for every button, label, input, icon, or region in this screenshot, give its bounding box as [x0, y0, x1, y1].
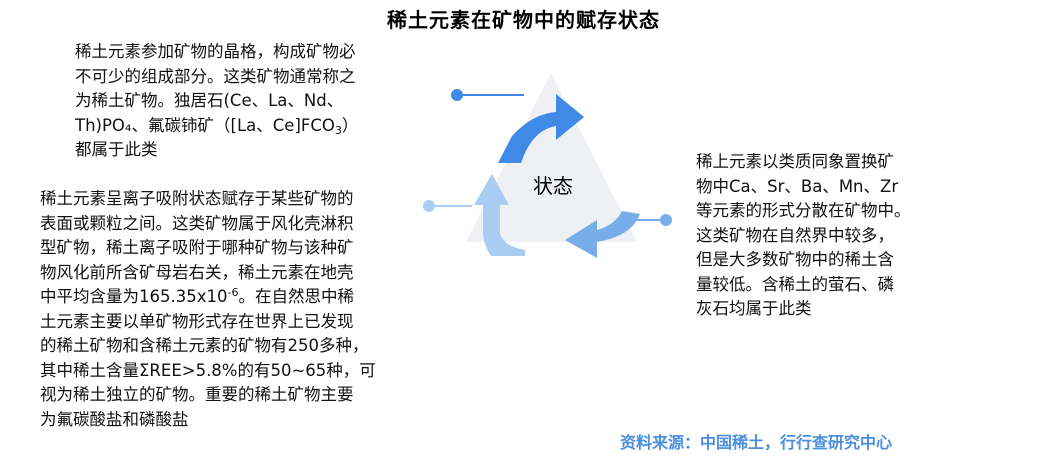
text-line: 视为稀土独立的矿物。重要的稀土矿物主要: [40, 385, 354, 404]
superscript: -6: [227, 286, 239, 299]
text-line: 等元素的形式分散在矿物中。: [696, 201, 911, 220]
text-line: 其中稀土含量ΣREE>5.8%的有50~65种，可: [40, 360, 376, 380]
source-note: 资料来源：中国稀土，行行查研究中心: [620, 433, 893, 452]
text-line: Th)PO₄、氟碳铈矿（[La、Ce]FCO3）: [75, 114, 358, 139]
text-line: 土元素主要以单矿物形式存在世界上已发现: [40, 311, 354, 331]
text-block-ion-adsorption: 稀土元素呈离子吸附状态赋存于某些矿物的 表面或颗粒之间。这类矿物属于风化壳淋积 …: [40, 187, 376, 432]
connector-dot-left: [423, 200, 435, 212]
text-line: 型矿物，稀土离子吸附于哪种矿物与该种矿: [40, 238, 354, 257]
text-block-isomorphic-substitution: 稀上元素以类质同象置换矿 物中Ca、Sr、Ba、Mn、Zr 等元素的形式分散在矿…: [696, 150, 911, 322]
text-line: 但是大多数矿物中的稀土含: [696, 250, 894, 269]
text-line: 表面或颗粒之间。这类矿物属于风化壳淋积: [40, 213, 354, 233]
cycle-arrow-top-icon: [498, 94, 584, 163]
text-line: 这类矿物在自然界中较多，: [696, 225, 894, 245]
text-line: 稀土元素呈离子吸附状态赋存于某些矿物的: [40, 189, 354, 208]
text-line: 灰石均属于此类: [696, 299, 812, 318]
text-line: 都属于此类: [75, 140, 158, 159]
text-line: 量较低。含稀土的萤石、磷: [696, 274, 894, 294]
text-line: 不可少的组成部分。这类矿物通常称之: [75, 66, 356, 86]
background-triangle: [466, 73, 637, 242]
text-line: 稀上元素以类质同象置换矿: [696, 152, 894, 171]
text-fragment: Th)PO₄、氟碳铈矿（[La、Ce]FCO: [75, 115, 335, 135]
connector-dot-top: [451, 89, 463, 101]
text-line: 中平均含量为165.35x10-6。在自然思中稀: [40, 285, 376, 310]
text-line: 稀土元素参加矿物的晶格，构成矿物必: [75, 42, 356, 61]
cycle-arrow-right-icon: [565, 211, 640, 258]
text-line: 物风化前所含矿母岩右关，稀土元素在地壳: [40, 262, 354, 282]
center-label: 状态: [533, 174, 573, 198]
text-line: 为稀土矿物。独居石(Ce、La、Nd、: [75, 91, 344, 110]
text-fragment: 中平均含量为165.35x10: [40, 287, 228, 306]
text-line: 为氟碳酸盐和磷酸盐: [40, 409, 189, 429]
text-fragment: ）: [341, 115, 359, 135]
text-block-lattice: 稀土元素参加矿物的晶格，构成矿物必 不可少的组成部分。这类矿物通常称之 为稀土矿…: [75, 40, 358, 163]
text-line: 物中Ca、Sr、Ba、Mn、Zr: [696, 176, 899, 196]
text-fragment: 。在自然思中稀: [238, 287, 354, 306]
subscript: 3: [334, 123, 342, 137]
connector-dot-right: [660, 214, 672, 226]
cycle-arrow-left-icon: [474, 174, 525, 256]
text-line: 的稀土矿物和含稀土元素的矿物有250多种，: [40, 336, 369, 355]
page-title: 稀土元素在矿物中的赋存状态: [387, 8, 660, 32]
